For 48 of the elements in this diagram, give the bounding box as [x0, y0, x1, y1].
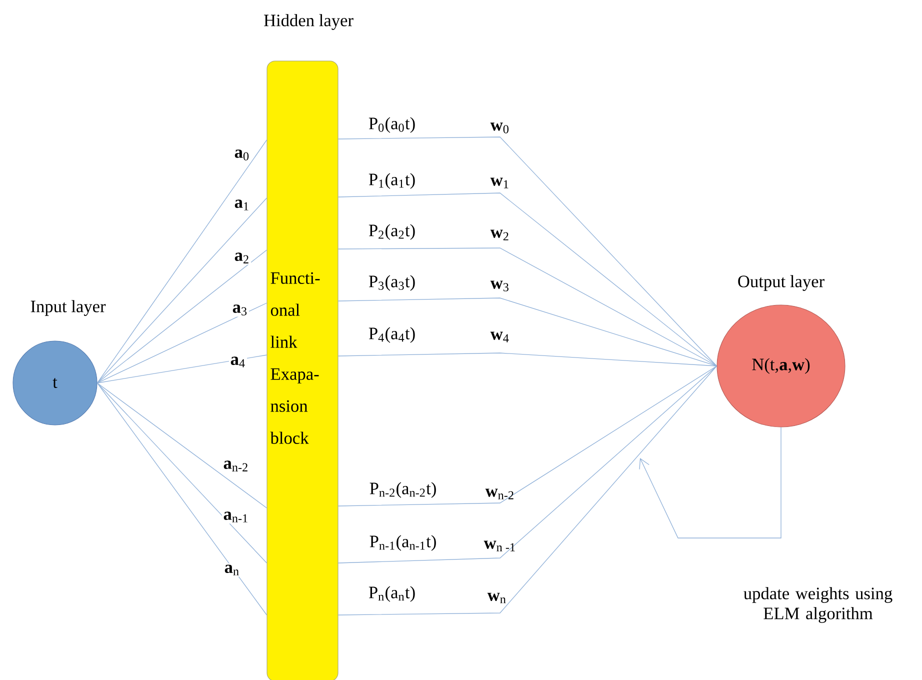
connector	[96, 382, 268, 508]
connector	[338, 248, 718, 366]
edge-label: P$_{4}$(a$_{4}$t)	[367, 326, 417, 344]
connector	[338, 352, 718, 366]
edge-label: P$_{n}$(a$_{n}$t)	[367, 584, 417, 604]
connector	[96, 382, 268, 564]
weight-label: w$_{2}$	[490, 230, 508, 240]
edge-label: P$_{n-2}$(a$_{n-2}$t)	[368, 480, 438, 500]
weight-label: w$_{n -1}$	[484, 540, 515, 552]
input-node: t	[12, 340, 98, 426]
edge-label: P$_{3}$(a$_{3}$t)	[367, 274, 417, 292]
layer-heading: Input layer	[30, 300, 106, 316]
edge-label: P$_{n-1}$(a$_{n-1}$t)	[368, 534, 438, 552]
connector	[96, 354, 268, 384]
edge-label: P$_{0}$(a$_{0}$t)	[367, 116, 417, 134]
edge-label: a$_{0}$	[232, 148, 252, 162]
edge-label: a$_{3}$	[230, 303, 250, 317]
connector	[338, 192, 718, 366]
connector	[338, 136, 718, 366]
edge-label: a$_{n}$	[222, 563, 242, 577]
weight-label: w$_{0}$	[490, 122, 508, 134]
connector	[639, 426, 782, 538]
output-node: N(t,a,w)	[716, 304, 846, 428]
connector	[96, 382, 268, 616]
connector	[338, 366, 718, 564]
edge-label: P$_{1}$(a$_{1}$t)	[367, 172, 417, 190]
connector	[96, 302, 268, 384]
layer-heading: Output layer	[738, 275, 824, 291]
weight-label: w$_{3}$	[490, 280, 508, 292]
edge-label: a$_{n-2}$	[222, 459, 250, 473]
weight-label: w$_{1}$	[490, 178, 508, 188]
note-text: update weights using ELM algorithm	[744, 587, 892, 623]
layer-heading: Hidden layer	[264, 14, 354, 30]
edge-label: a$_{2}$	[232, 251, 252, 265]
connector	[96, 140, 268, 384]
weight-label: w$_{n-2}$	[485, 488, 514, 500]
connector	[338, 366, 718, 506]
connector	[96, 198, 268, 384]
edge-label: a$_{n-1}$	[222, 510, 250, 524]
weight-label: w$_{4}$	[490, 332, 509, 342]
connector	[338, 366, 718, 616]
edge-label: a$_{4}$	[228, 355, 248, 369]
weight-label: w$_{n}$	[487, 592, 506, 604]
block-label: Functi- onal link Exapa- nsion block	[270, 272, 320, 444]
edge-label: P$_{2}$(a$_{2}$t)	[367, 222, 417, 242]
connector	[96, 250, 268, 384]
edge-label: a$_{1}$	[232, 198, 252, 212]
connector	[338, 298, 718, 366]
